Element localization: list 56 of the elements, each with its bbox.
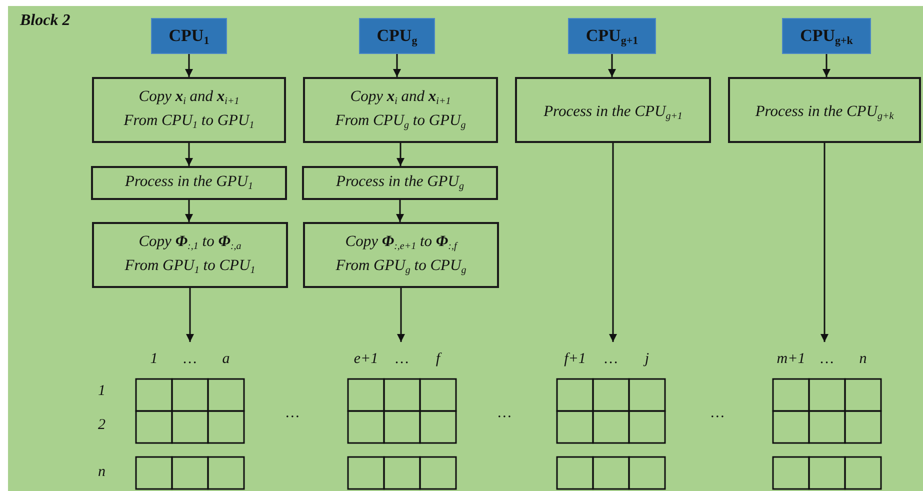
arrow xyxy=(185,54,193,77)
row-index: 1 xyxy=(98,383,106,400)
arrow xyxy=(609,143,617,342)
column-index: j xyxy=(644,351,650,368)
process-box xyxy=(515,77,711,143)
column-index: … xyxy=(395,351,409,368)
column-index: … xyxy=(604,351,618,368)
cpu-box: CPU$_{g+k}$ xyxy=(782,18,871,54)
arrow xyxy=(185,143,193,166)
column-index: f xyxy=(436,351,440,368)
column-index: n xyxy=(859,351,867,368)
row-index: 2 xyxy=(98,417,106,434)
row-index: n xyxy=(98,464,106,481)
step-text: From GPU$_{1}$ to CPU$_{1}$ xyxy=(124,258,256,276)
step-text: Copy Φ$_{:,1}$ to Φ$_{:,a}$ xyxy=(138,234,242,252)
column-index: e+1 xyxy=(354,351,378,368)
step-text: Copy x$_{i}$ and x$_{i+1}$ xyxy=(138,88,240,107)
arrow xyxy=(185,200,193,222)
process-box xyxy=(303,77,498,143)
column-index: … xyxy=(183,351,197,368)
arrow xyxy=(393,54,401,77)
arrow xyxy=(396,143,404,166)
cpu-box: CPU$_{1}$ xyxy=(151,18,227,54)
arrow xyxy=(397,288,405,342)
block-title: Block 2 xyxy=(20,12,70,30)
process-box xyxy=(728,77,921,143)
column-index: … xyxy=(820,351,834,368)
cpu-box: CPU$_{g+1}$ xyxy=(568,18,656,54)
column-index: f+1 xyxy=(564,351,586,368)
process-box xyxy=(302,166,498,200)
arrow xyxy=(822,54,830,77)
process-box xyxy=(303,222,499,288)
column-index: m+1 xyxy=(776,351,806,368)
arrow xyxy=(820,143,828,342)
step-text: Copy x$_{i}$ and x$_{i+1}$ xyxy=(350,88,451,107)
ellipsis: … xyxy=(498,405,512,422)
step-text: Process in the CPU$_{g+1}$ xyxy=(542,103,684,123)
column-index: a xyxy=(222,351,230,368)
step-text: From GPU$_{g}$ to CPU$_{g}$ xyxy=(336,258,466,276)
arrow xyxy=(186,288,194,342)
process-box xyxy=(91,166,287,200)
column-index: 1 xyxy=(150,351,158,368)
arrow xyxy=(608,54,616,77)
process-box xyxy=(92,77,286,143)
step-text: Copy Φ$_{:,e+1}$ to Φ$_{:,f}$ xyxy=(345,234,457,252)
step-text: From CPU$_{1}$ to GPU$_{1}$ xyxy=(124,113,254,132)
step-text: From CPU$_{g}$ to GPU$_{g}$ xyxy=(335,113,466,132)
step-text: Process in the CPU$_{g+k}$ xyxy=(754,103,895,123)
ellipsis: … xyxy=(286,405,300,422)
process-box xyxy=(92,222,288,288)
arrow xyxy=(396,200,404,222)
ellipsis: … xyxy=(711,405,724,422)
cpu-box: CPU$_{g}$ xyxy=(359,18,435,54)
step-text: Process in the GPU$_{g}$ xyxy=(336,174,464,192)
block-panel xyxy=(8,6,923,491)
step-text: Process in the GPU$_{1}$ xyxy=(125,174,253,192)
